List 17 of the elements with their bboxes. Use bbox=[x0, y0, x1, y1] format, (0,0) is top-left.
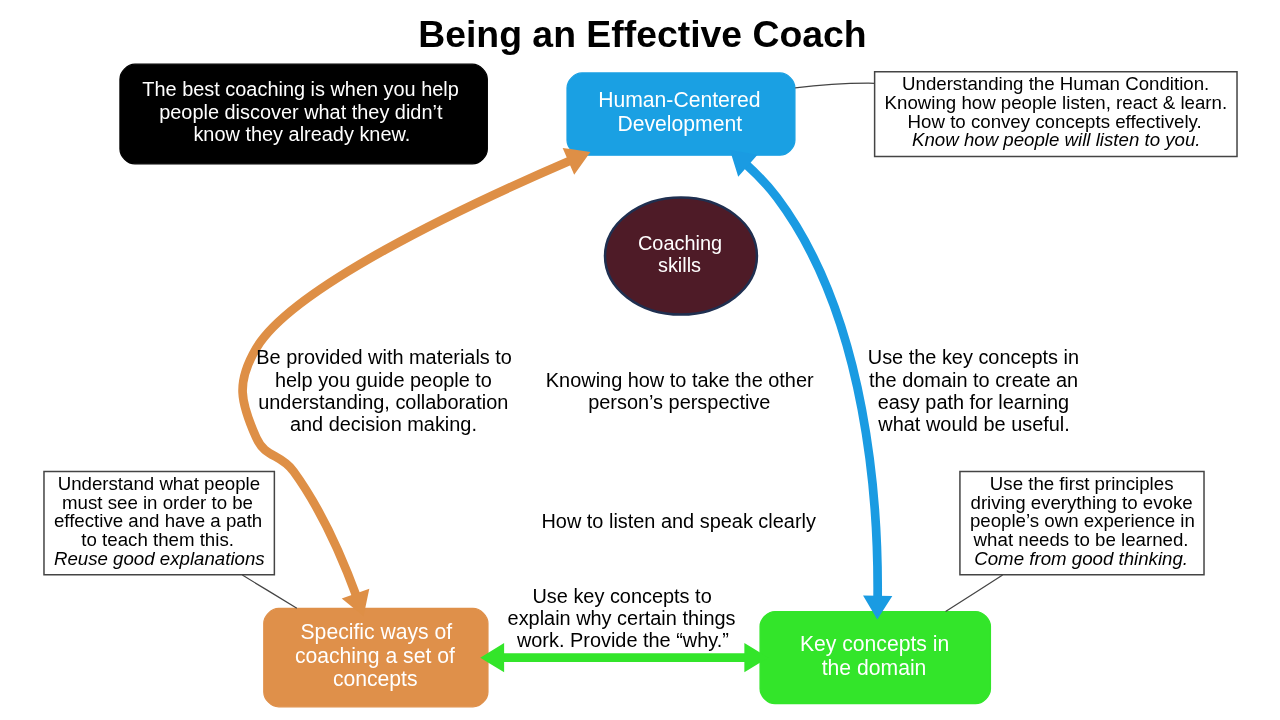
node-box: Use the first principles driving everything to evoke people’s own experience in what needs to be learned. Come from good thinking. bbox=[958, 470, 1205, 576]
connector bbox=[241, 574, 297, 609]
edge-label: Use the key concepts in the domain to create an easy path for learning what would be useful. bbox=[867, 346, 1079, 436]
connector bbox=[794, 82, 875, 89]
edge-label: Be provided with materials to help you guide people to understanding, collaboration and decision making. bbox=[255, 346, 512, 436]
connector bbox=[944, 574, 1003, 613]
label: How to listen and speak clearly bbox=[541, 509, 816, 532]
node-box: Key concepts in the domain bbox=[758, 610, 991, 705]
edge-label: Use key concepts to explain why certain things work. Provide the “why.” bbox=[507, 584, 736, 652]
node-box: Specific ways of coaching a set of concepts bbox=[262, 607, 489, 708]
node-box: Understanding the Human Condition. Knowing how people listen, react & learn. How to convey concepts effectively. Know how people will listen to you. bbox=[873, 70, 1238, 158]
label: Knowing how to take the other person’s perspective bbox=[545, 368, 814, 413]
node-ellipse: Coaching skills bbox=[603, 196, 758, 316]
node-box: Human-Centered Development bbox=[565, 72, 796, 156]
diagram-title: Being an Effective Coach bbox=[417, 12, 867, 55]
node-box: Understand what people must see in order to be effective and have a path to teach them this. Reuse good explanations bbox=[42, 470, 275, 576]
node-box: The best coaching is when you help people discover what they didn’t know they already knew. bbox=[118, 63, 488, 165]
